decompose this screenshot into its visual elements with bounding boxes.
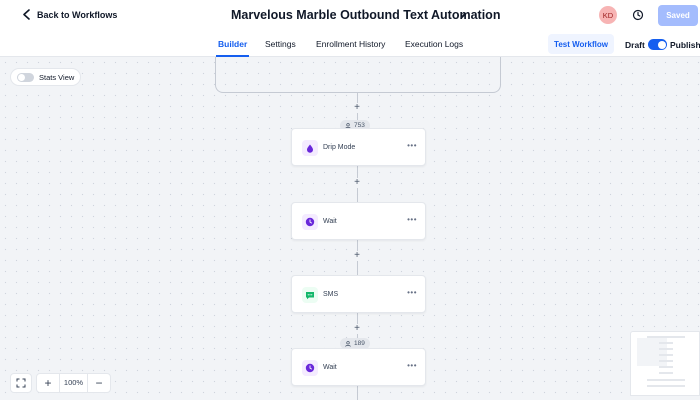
user-icon xyxy=(345,340,351,347)
workflow-title: Marvelous Marble Outbound Text Automatio… xyxy=(231,8,501,22)
tab-enrollment-history[interactable]: Enrollment History xyxy=(316,39,386,49)
zoom-controls: + 100% − xyxy=(36,373,111,393)
canvas-minimap[interactable] xyxy=(630,331,700,396)
clock-icon xyxy=(305,217,315,227)
workflow-header: Back to Workflows Marvelous Marble Outbo… xyxy=(0,0,700,31)
tab-bar: Builder Settings Enrollment History Exec… xyxy=(0,31,700,57)
saved-button[interactable]: Saved xyxy=(658,5,698,26)
workflow-canvas[interactable]: Stats View + + + + 753 189 Drip Mode •••… xyxy=(0,57,700,400)
fit-view-button[interactable] xyxy=(10,373,32,393)
user-avatar[interactable]: KD xyxy=(599,6,617,24)
history-icon[interactable] xyxy=(632,9,644,21)
workflow-node-wait[interactable]: Wait ••• xyxy=(291,348,426,386)
workflow-node-sms[interactable]: SMS ••• xyxy=(291,275,426,313)
stats-view-switch[interactable] xyxy=(17,72,34,82)
add-step-button[interactable]: + xyxy=(352,324,362,334)
zoom-level: 100% xyxy=(59,374,88,392)
chevron-left-icon xyxy=(23,9,30,20)
publish-label: Publish xyxy=(670,40,700,50)
branch-merge-connector xyxy=(215,57,501,93)
minimap-node xyxy=(659,366,673,368)
minimap-node xyxy=(659,372,673,374)
stats-view-label: Stats View xyxy=(39,72,75,82)
zoom-out-button[interactable]: − xyxy=(95,376,103,390)
stats-view-toggle[interactable]: Stats View xyxy=(10,68,81,86)
node-icon-wrapper xyxy=(302,214,318,230)
workflow-node-wait[interactable]: Wait ••• xyxy=(291,202,426,240)
more-horizontal-icon[interactable]: ••• xyxy=(407,288,417,297)
minimap-node xyxy=(659,354,673,356)
enrollment-count-badge: 189 xyxy=(340,338,370,349)
pencil-icon[interactable] xyxy=(459,11,468,20)
enrollment-count-badge: 753 xyxy=(340,120,370,131)
back-link-label: Back to Workflows xyxy=(37,9,118,20)
active-tab-indicator xyxy=(216,55,249,57)
test-workflow-button[interactable]: Test Workflow xyxy=(548,34,614,54)
tab-builder[interactable]: Builder xyxy=(218,39,248,49)
node-label: Wait xyxy=(323,218,337,225)
enrollment-count: 189 xyxy=(354,340,365,347)
minimap-node xyxy=(659,348,673,350)
node-label: SMS xyxy=(323,291,339,298)
minimap-node xyxy=(647,385,685,387)
connector-line xyxy=(357,386,358,400)
minimap-node xyxy=(647,336,685,338)
clock-icon xyxy=(305,363,315,373)
minimap-node xyxy=(659,342,673,344)
more-horizontal-icon[interactable]: ••• xyxy=(407,141,417,150)
droplet-icon xyxy=(307,144,313,153)
more-horizontal-icon[interactable]: ••• xyxy=(407,361,417,370)
node-icon-wrapper xyxy=(302,140,318,156)
draft-label: Draft xyxy=(625,40,645,50)
add-step-button[interactable]: + xyxy=(352,103,362,113)
enrollment-count: 753 xyxy=(354,122,365,129)
add-step-button[interactable]: + xyxy=(352,251,362,261)
node-icon-wrapper xyxy=(302,287,318,303)
publish-toggle[interactable] xyxy=(648,39,667,50)
user-icon xyxy=(345,122,351,129)
more-horizontal-icon[interactable]: ••• xyxy=(407,215,417,224)
minimap-node xyxy=(659,360,673,362)
back-to-workflows-link[interactable]: Back to Workflows xyxy=(22,9,117,20)
sms-icon xyxy=(306,291,314,299)
zoom-in-button[interactable]: + xyxy=(44,376,52,390)
node-label: Drip Mode xyxy=(323,144,356,151)
workflow-node-drip-mode[interactable]: Drip Mode ••• xyxy=(291,128,426,166)
minimap-node xyxy=(647,379,685,381)
tab-settings[interactable]: Settings xyxy=(265,39,296,49)
add-step-button[interactable]: + xyxy=(352,178,362,188)
node-label: Wait xyxy=(323,364,337,371)
tab-execution-logs[interactable]: Execution Logs xyxy=(405,39,464,49)
expand-icon xyxy=(16,378,26,388)
node-icon-wrapper xyxy=(302,360,318,376)
